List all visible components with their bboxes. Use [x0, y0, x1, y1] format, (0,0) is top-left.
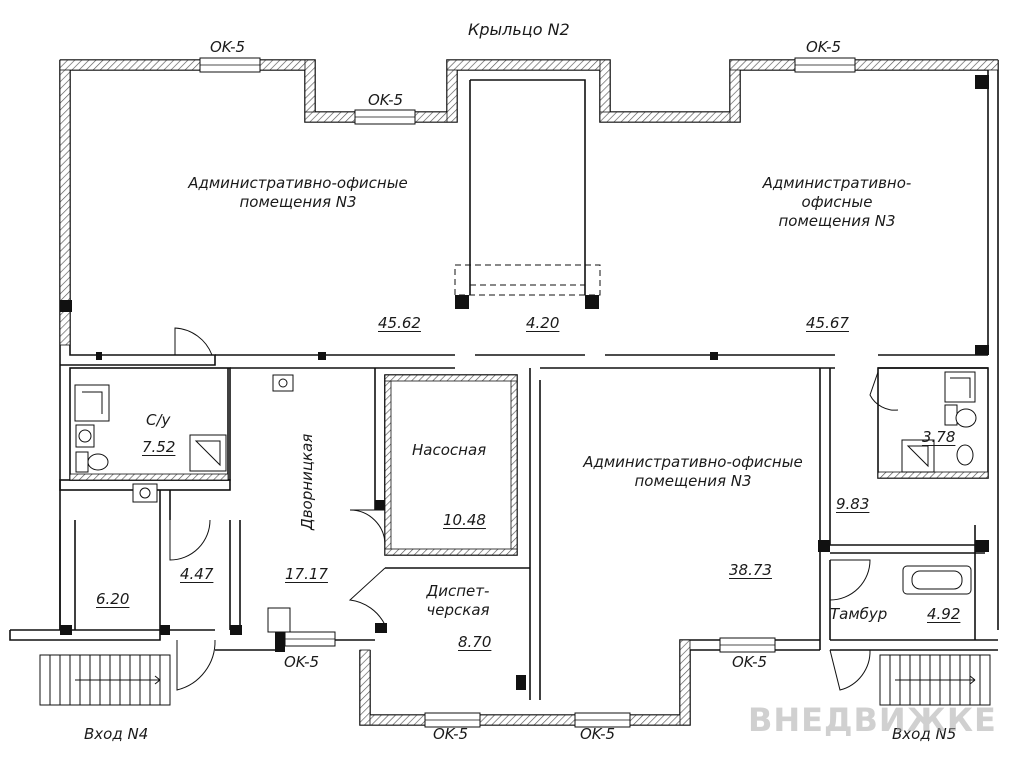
- window-label-bottom-left: OK-5: [284, 653, 320, 671]
- room-area-office-right: 45.67: [806, 314, 849, 332]
- room-area-hall-right: 9.83: [836, 495, 870, 513]
- porch-label: Крыльцо N2: [468, 20, 570, 39]
- entrance-label-right: Вход N5: [892, 725, 957, 743]
- entrance-label-left: Вход N4: [84, 725, 149, 743]
- room-area-room-bl: 6.20: [96, 590, 130, 608]
- room-area-pump: 10.48: [443, 511, 486, 529]
- room-area-small-wc: 3.78: [922, 428, 956, 446]
- room-name-office-center: Административно-офисные помещения N3: [583, 453, 803, 490]
- outer-wall-top-inner: [70, 69, 988, 123]
- window-label-bottom-mid2: OK-5: [580, 725, 616, 743]
- window-label-bottom-mid1: OK-5: [433, 725, 469, 743]
- room-name-janitor: Дворницкая: [298, 433, 316, 530]
- room-area-office-center: 38.73: [729, 561, 772, 579]
- room-area-office-left: 45.62: [378, 314, 421, 332]
- room-name-vestibule: Тамбур: [830, 605, 888, 623]
- room-name-pump: Насосная: [412, 441, 487, 459]
- room-area-dispatch: 8.70: [458, 633, 492, 651]
- window-label-top-left: OK-5: [210, 38, 246, 56]
- room-area-wc: 7.52: [142, 438, 176, 456]
- window-label-top-right: OK-5: [806, 38, 842, 56]
- window-label-top-center: OK-5: [368, 91, 404, 109]
- watermark-logo: ВНЕДВИЖКЕ: [748, 701, 997, 739]
- room-name-dispatch: Диспет- черская: [426, 582, 490, 619]
- room-area-corridor: 4.20: [526, 314, 560, 332]
- window-label-bottom-right: OK-5: [732, 653, 768, 671]
- room-name-wc: С/у: [146, 411, 171, 429]
- room-area-hall-left: 4.47: [180, 565, 214, 583]
- room-area-vestibule: 4.92: [927, 605, 961, 623]
- room-area-janitor: 17.17: [285, 565, 328, 583]
- room-name-office-right: Административно-офисные помещения N3: [762, 174, 912, 230]
- room-name-office-left: Административно-офисные помещения N3: [188, 174, 408, 211]
